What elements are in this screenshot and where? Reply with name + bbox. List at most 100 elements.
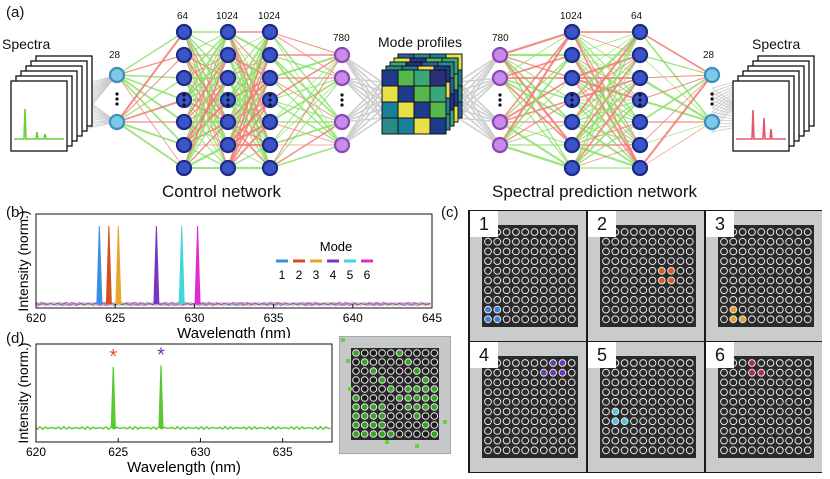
tile-cell [657,427,666,435]
tile-cell [558,257,567,265]
tile-cell [775,228,784,236]
tile-cell [648,368,657,377]
tile-cell [729,388,738,396]
pattern-cell [413,349,421,357]
series-peak-3 [115,225,122,305]
tile-cell [785,407,793,416]
tile-cell [549,436,557,445]
tile-cell [794,407,803,416]
tile-cell [748,228,756,236]
tile-cell [521,407,530,416]
pattern-cell [430,412,439,420]
network-node [631,113,649,131]
weight-edge [499,31,573,79]
tile-cell [803,305,812,314]
tile-cell [602,427,610,435]
pattern-cell [395,403,404,411]
tile-cell [748,315,756,324]
tile-cell [766,368,775,377]
pattern-cell [387,349,395,357]
mode-profiles-cube [381,53,463,135]
tile-cell [558,436,567,445]
tile-cell [785,247,793,256]
tile-cell [766,296,775,304]
tile-cell [512,368,520,377]
tile-cell [648,247,657,256]
weight-edge [639,121,713,146]
tile-cell [530,388,539,396]
tile-cell [558,296,567,304]
tile-cell [667,286,675,295]
pattern-cell [387,385,395,393]
pattern-cell [404,385,412,393]
tile-cell [785,257,793,265]
y-axis-label: Intensity (norm.) [15,342,31,443]
pattern-cell [404,430,412,438]
tile-cell [611,407,620,416]
tile-cell [558,397,567,406]
tile-cell [567,368,576,377]
tile-cell [611,247,620,256]
tile-cell [676,427,685,435]
tile-cell [738,378,747,387]
tile-cell [493,305,502,314]
tile-cell [630,378,638,387]
tile-cell [720,276,728,285]
tile-cell [676,388,685,396]
tile-cell [620,378,629,387]
tile-cell [493,417,502,426]
tile-cell [484,368,492,377]
pattern-cell [378,376,386,384]
layer-size-1024-left-1: 1024 [216,11,239,22]
tile-cell [738,305,747,314]
tile-cell [539,305,548,314]
tile-cell [484,378,492,387]
tile-cell [785,397,793,406]
pattern-cell [421,430,430,438]
tile-cell [785,286,793,295]
pattern-cell [360,385,369,393]
tile-cell [748,436,756,445]
network-node [261,113,279,131]
tile-cell [667,417,675,426]
tile-cell [757,276,766,285]
weight-edge [639,74,713,146]
mode-tile-4: 4 [470,342,586,472]
pattern-cell [378,349,386,357]
tile-cell [602,286,610,295]
tile-cell [757,436,766,445]
tile-cell [493,368,502,377]
tile-cell [630,276,638,285]
tile-cell [794,296,803,304]
spectra-stack-left [10,55,93,152]
tile-cell [493,388,502,396]
tile-cell [567,407,576,416]
tile-cell [720,247,728,256]
tile-cell [685,427,694,435]
pattern-cell [352,358,360,366]
tile-cell [775,286,784,295]
tile-cell [512,266,520,275]
tile-cell [676,359,685,367]
tile-cell [620,368,629,377]
weight-edge [571,31,641,101]
tile-cell [502,417,511,426]
tile-cell [539,296,548,304]
tile-cell [794,417,803,426]
tile-cell [602,296,610,304]
tile-cell [530,368,539,377]
tile-cell [667,359,675,367]
tile-cell [611,417,620,426]
tile-cell [567,446,576,455]
tile-cell [493,257,502,265]
cube-edge [341,99,383,146]
tile-cell [667,407,675,416]
pattern-cell [404,394,412,402]
tile-cell [794,378,803,387]
pattern-cell [395,430,404,438]
tile-cell [630,359,638,367]
tile-cell [512,257,520,265]
tile-cell [639,397,648,406]
network-node [703,66,721,84]
cube-edge [457,81,501,123]
